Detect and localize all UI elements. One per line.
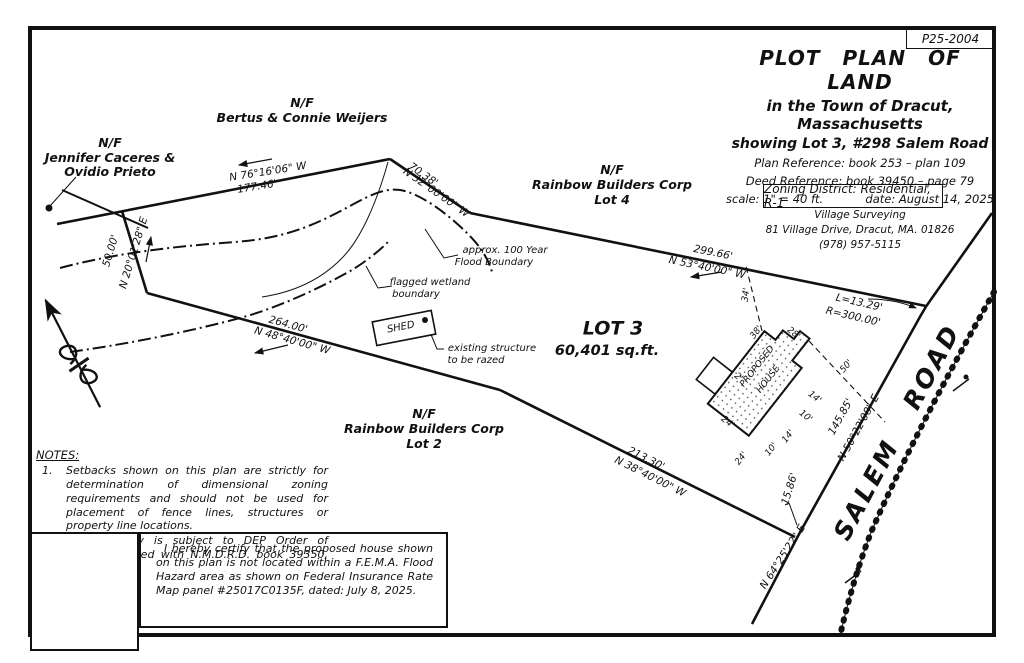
plan-reference: Plan Reference: book 253 – plan 109 <box>754 156 966 170</box>
seg-1586-leader <box>784 502 798 526</box>
certification-text: I hereby certify that the proposed house… <box>156 542 433 598</box>
abutter-label-leader <box>49 176 77 207</box>
shed-note-1: existing structure <box>447 343 537 354</box>
zoning-district: Zoning District: Residential, R-1 <box>764 182 931 210</box>
abutter-east-nf: N/F <box>600 161 624 177</box>
plan-number-box: P25-2004 <box>906 28 995 49</box>
flood-boundary-line <box>59 188 493 273</box>
abutter-line <box>61 189 149 229</box>
shed-point-icon <box>422 317 428 323</box>
bearing-arrow-icon <box>145 235 153 263</box>
sheet-border <box>28 26 996 637</box>
certification-box: I hereby certify that the proposed house… <box>139 532 448 628</box>
abutter-south-nf: N/F <box>412 405 436 421</box>
stamp-box <box>30 532 139 651</box>
side-setback-line <box>745 265 763 332</box>
title-block: PLOT PLAN OF LAND in the Town of Dracut,… <box>724 46 996 251</box>
plan-subtitle-town: in the Town of Dracut, Massachusetts <box>766 97 954 133</box>
proposed-house-outline <box>695 328 811 438</box>
notes-heading: NOTES: <box>36 448 80 462</box>
abutter-south-name: Rainbow Builders Corp <box>344 420 504 436</box>
shed-outline <box>371 309 437 347</box>
wetland-label-1: flagged wetland <box>389 277 471 288</box>
plan-date: date: August 14, 2025 <box>865 192 994 206</box>
bearing-arrow-icon <box>253 344 289 355</box>
boundary-point-icon <box>45 204 53 212</box>
abutter-west-name1: Jennifer Caceres & <box>44 149 176 165</box>
lot-name: LOT 3 <box>582 317 644 340</box>
abutter-west-nf: N/F <box>98 134 122 150</box>
abutter-north-nf: N/F <box>290 94 314 110</box>
abutter-north-name: Bertus & Connie Weijers <box>216 109 388 125</box>
north-arrow-icon <box>44 298 102 408</box>
lot-area: 60,401 sq.ft. <box>554 342 660 359</box>
abutter-west-name2: Ovidio Prieto <box>64 163 156 179</box>
front-setback-line <box>808 340 886 423</box>
flood-label-2: Flood Boundary <box>454 257 534 268</box>
bearing-arrow-icon <box>689 271 723 280</box>
bearing-arrow-icon <box>237 158 273 168</box>
firm-phone: (978) 957-5115 <box>818 239 902 251</box>
wetland-label-2: boundary <box>392 289 440 300</box>
plan-number: P25-2004 <box>921 31 980 46</box>
wetland-boundary-line <box>69 241 389 353</box>
abutter-east-name: Rainbow Builders Corp <box>532 176 692 192</box>
boundary-south-213 <box>499 388 796 539</box>
stone-wall-line <box>837 289 997 639</box>
setback-side-dim: 34' <box>740 287 753 303</box>
flood-label-leader <box>424 228 459 259</box>
zoning-district-box: Zoning District: Residential, R-1 <box>763 182 943 210</box>
note-number: 1. <box>42 464 53 478</box>
boundary-north-299 <box>469 211 927 308</box>
abutter-south-lot: Lot 2 <box>406 435 442 451</box>
boundary-south-264 <box>146 291 501 392</box>
plan-title: PLOT PLAN OF LAND <box>759 46 961 94</box>
curve-label-leader <box>867 298 917 309</box>
shed-note-2: to be razed <box>447 355 505 366</box>
wetland-label-leader <box>365 265 393 289</box>
flood-label-1: approx. 100 Year <box>462 245 548 256</box>
abutter-east-lot: Lot 4 <box>594 191 630 207</box>
firm-name: Village Surveying <box>814 209 906 221</box>
plan-scale: scale: 1" = 40 ft. <box>726 192 824 206</box>
contour-line <box>261 161 389 298</box>
boundary-north-70 <box>389 157 471 215</box>
note-item: 1. Setbacks shown on this plan are stric… <box>36 464 328 533</box>
plan-subtitle-lot: showing Lot 3, #298 Salem Road <box>731 136 989 152</box>
firm-address: 81 Village Drive, Dracut, MA. 01826 <box>765 224 955 236</box>
property-boundary-lines <box>56 157 994 625</box>
note-text: Setbacks shown on this plan are strictly… <box>66 464 328 533</box>
road-sideline <box>750 212 994 625</box>
